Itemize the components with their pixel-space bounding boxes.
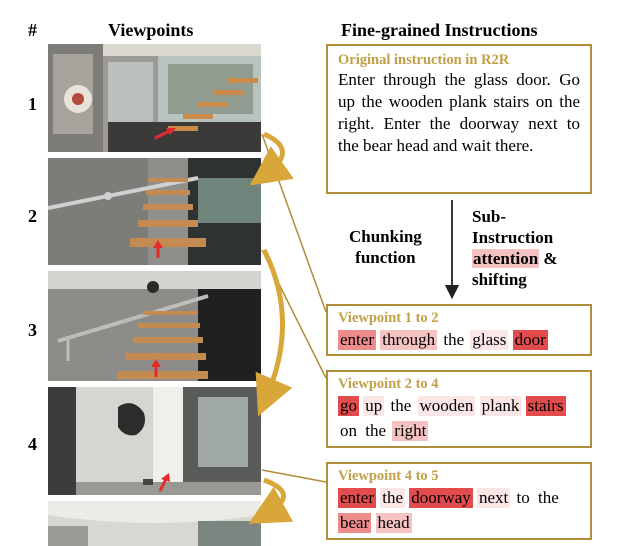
word-token: bear (338, 513, 372, 533)
sub-instruction-words-1: enter through the glass door (338, 327, 580, 352)
word-token: through (380, 330, 438, 350)
word-token: the (388, 396, 414, 416)
header-viewpoints: Viewpoints (108, 20, 194, 40)
row-number-3: 3 (28, 320, 37, 340)
original-instruction-text: Enter through the glass door. Go up the … (338, 70, 580, 155)
word-token: door (512, 330, 548, 350)
viewpoint-image-1 (48, 44, 261, 152)
curved-arrow-1-to-2 (249, 131, 294, 186)
row-number-2: 2 (28, 206, 37, 226)
curved-arrow-2-to-4 (255, 248, 293, 417)
word-token: to (514, 488, 532, 508)
word-token: head (375, 513, 412, 533)
word-token: glass (470, 330, 509, 350)
sub-instruction-title-1: Viewpoint 1 to 2 (338, 310, 439, 326)
sub-instruction-words-2: go up the wooden plank stairs on the rig… (338, 393, 580, 443)
chunking-function-label: Chunking function (349, 226, 422, 268)
original-instruction-title: Original instruction in R2R (338, 52, 510, 68)
sub-instruction-box-2: Viewpoint 2 to 4 go up the wooden plank … (326, 370, 592, 448)
attention-highlight: attention (472, 249, 540, 268)
header-number: # (28, 20, 37, 40)
word-token: the (363, 421, 389, 441)
word-token: stairs (525, 396, 566, 416)
sub-instruction-box-3: Viewpoint 4 to 5 enter the doorway next … (326, 462, 592, 540)
sub-instruction-words-3: enter the doorway next to the bear head (338, 485, 580, 535)
viewpoint-4-scene (48, 387, 261, 495)
word-token: next (477, 488, 511, 508)
sub-line-3-rest: & (539, 249, 558, 268)
viewpoint-2-scene (48, 158, 261, 265)
row-number-1: 1 (28, 94, 37, 114)
chunking-line-2: function (355, 248, 416, 267)
sub-line-2: Instruction (472, 228, 554, 247)
word-token: on (338, 421, 359, 441)
viewpoint-1-scene (48, 44, 261, 152)
sub-line-3: attention & (472, 248, 558, 269)
word-token: enter (338, 488, 376, 508)
sub-line-1: Sub- (472, 207, 507, 226)
word-token: go (338, 396, 359, 416)
sub-instruction-label: Sub- Instruction attention & shifting (472, 206, 558, 290)
viewpoint-image-4 (48, 387, 261, 495)
word-token: right (392, 421, 429, 441)
word-token: plank (479, 396, 522, 416)
word-token: wooden (417, 396, 476, 416)
original-instruction-box: Original instruction in R2R Enter throug… (326, 44, 592, 194)
word-token: enter (338, 330, 376, 350)
sub-instruction-title-2: Viewpoint 2 to 4 (338, 376, 439, 392)
curved-arrow-4-to-5 (248, 477, 294, 524)
word-token: doorway (409, 488, 473, 508)
chunking-line-1: Chunking (349, 227, 422, 246)
word-token: the (380, 488, 406, 508)
word-token: up (363, 396, 385, 416)
word-token: the (441, 330, 467, 350)
header-instructions: Fine-grained Instructions (341, 20, 538, 40)
row-number-4: 4 (28, 434, 37, 454)
sub-instruction-box-1: Viewpoint 1 to 2 enter through the glass… (326, 304, 592, 356)
sub-line-4: shifting (472, 270, 527, 289)
connector-line-3 (261, 469, 327, 483)
viewpoint-3-scene (48, 271, 261, 381)
connector-line-1 (261, 133, 327, 313)
sub-instruction-title-3: Viewpoint 4 to 5 (338, 468, 439, 484)
viewpoint-image-2 (48, 158, 261, 265)
viewpoint-image-5 (48, 501, 261, 546)
word-token: the (536, 488, 561, 508)
viewpoint-5-scene (48, 501, 261, 546)
viewpoint-image-3 (48, 271, 261, 381)
